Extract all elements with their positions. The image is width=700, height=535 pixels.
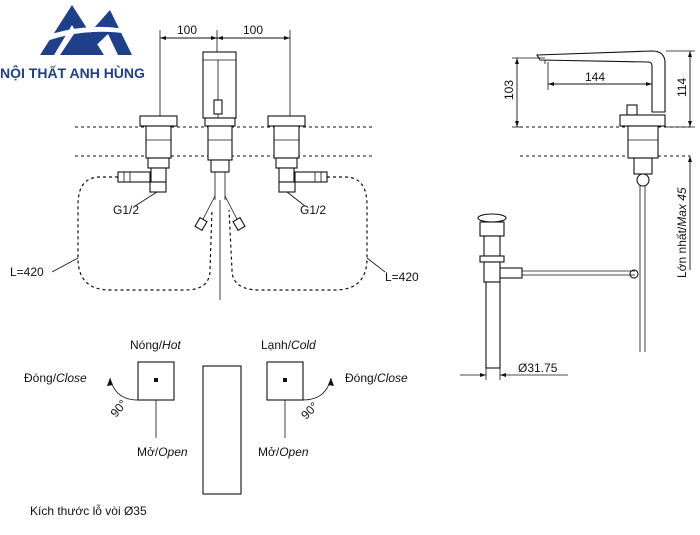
dim-total-114: 114 — [675, 78, 689, 97]
cold-label: Lạnh/Cold — [261, 338, 316, 352]
hot-valve — [117, 115, 178, 193]
cold-valve — [267, 115, 328, 193]
side-view-faucet — [520, 50, 690, 352]
hole-size-note: Kích thước lỗ vòi Ø35 — [30, 503, 147, 518]
hose-length-right: L=420 — [385, 270, 419, 284]
spout-top-view — [202, 365, 242, 495]
hot-open-label: Mở/Open — [137, 445, 188, 459]
brand-name: NỘI THẤT ANH HÙNG — [0, 64, 145, 81]
dim-right-100: 100 — [243, 23, 263, 37]
cold-open-label: Mở/Open — [258, 445, 309, 459]
cold-angle-label: 90° — [298, 399, 321, 422]
side-dimensions — [512, 50, 695, 270]
hoses — [77, 176, 368, 300]
spout — [202, 51, 237, 200]
dimension-spacing — [159, 30, 291, 118]
counter-top — [75, 126, 372, 157]
cold-close-label: Đóng/Close — [345, 371, 408, 385]
pop-up-drain — [460, 213, 635, 380]
thread-label-left: G1/2 — [113, 203, 139, 217]
hot-handle-top-view — [107, 361, 175, 438]
anh-hung-logo-icon — [30, 5, 132, 55]
hose-length-left: L=420 — [10, 265, 44, 279]
dim-reach-144: 144 — [585, 70, 605, 84]
drain-diameter: Ø31.75 — [518, 361, 558, 375]
cold-handle-top-view — [266, 361, 334, 438]
counter-max-label: Lớn nhất/Max 45 — [675, 187, 689, 278]
dim-height-103: 103 — [502, 80, 516, 100]
hot-angle-label: 90° — [108, 397, 131, 420]
dim-left-100: 100 — [177, 23, 197, 37]
hot-label: Nóng/Hot — [130, 338, 181, 352]
thread-label-right: G1/2 — [300, 203, 326, 217]
hot-close-label: Đóng/Close — [24, 371, 87, 385]
